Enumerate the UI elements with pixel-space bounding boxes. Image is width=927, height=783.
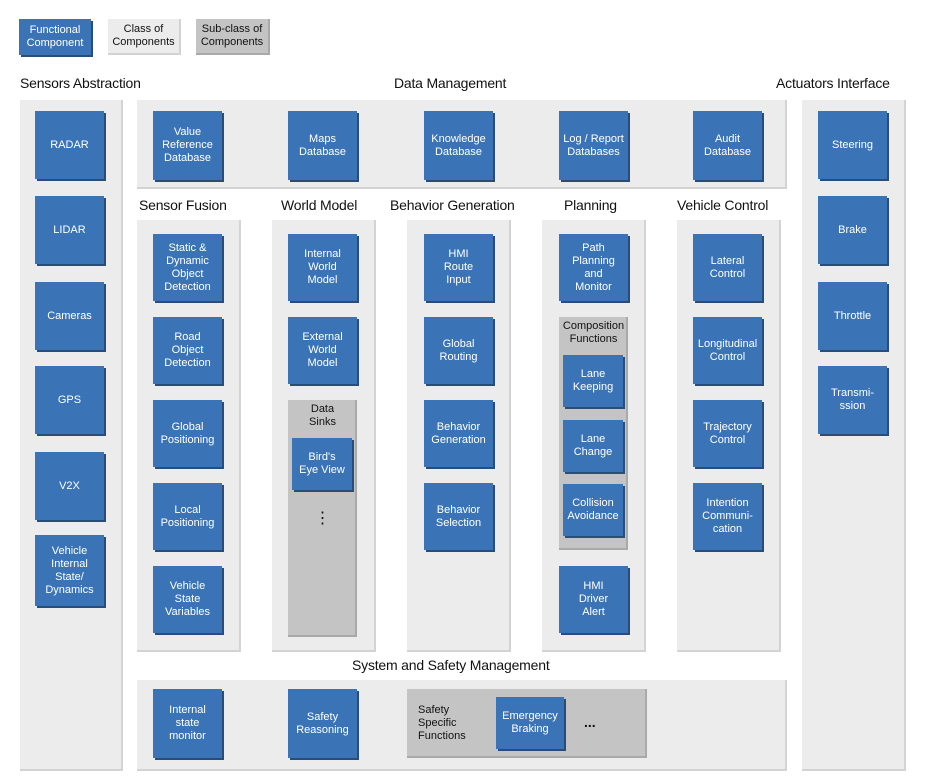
lane-keeping: Lane Keeping (563, 355, 623, 407)
data-sinks-title: Data Sinks (309, 403, 336, 428)
trajectory-control: Trajectory Control (693, 400, 762, 467)
actuator-steering: Steering (818, 111, 887, 179)
knowledge-database: Knowledge Database (424, 111, 493, 180)
hmi-route-input: HMI Route Input (424, 234, 493, 301)
internal-state-monitor: Internal state monitor (153, 689, 222, 758)
composition-functions-title: Composition Functions (562, 320, 625, 345)
sensor-gps: GPS (35, 366, 104, 434)
path-planning-and-monitor: Path Planning and Monitor (559, 234, 628, 301)
header-behavior-generation: Behavior Generation (390, 197, 515, 213)
sensor-v2x: V2X (35, 452, 104, 520)
sensor-lidar: LIDAR (35, 196, 104, 264)
actuator-throttle: Throttle (818, 282, 887, 350)
safety-reasoning: Safety Reasoning (288, 689, 357, 758)
emergency-braking: Emergency Braking (496, 697, 564, 749)
lane-change: Lane Change (563, 420, 623, 472)
header-world-model: World Model (281, 197, 358, 213)
collision-avoidance: Collision Avoidance (563, 484, 623, 536)
value-reference-database: Value Reference Database (153, 111, 222, 180)
sensor-vehicle-internal-state: Vehicle Internal State/ Dynamics (35, 535, 104, 606)
header-actuators-interface: Actuators Interface (776, 75, 890, 91)
sensor-radar: RADAR (35, 111, 104, 179)
actuator-brake: Brake (818, 196, 887, 264)
legend-class-of-components: Class of Components (108, 19, 181, 55)
audit-database: Audit Database (693, 111, 762, 180)
header-vehicle-control: Vehicle Control (677, 197, 769, 213)
header-planning: Planning (564, 197, 617, 213)
longitudinal-control: Longitudinal Control (693, 317, 762, 384)
internal-world-model: Internal World Model (288, 234, 357, 301)
hmi-driver-alert: HMI Driver Alert (559, 566, 628, 633)
behavior-selection: Behavior Selection (424, 483, 493, 550)
log-report-databases: Log / Report Databases (559, 111, 628, 180)
header-data-management: Data Management (394, 75, 507, 91)
global-routing: Global Routing (424, 317, 493, 384)
static-dynamic-object-detection: Static & Dynamic Object Detection (153, 234, 222, 301)
sensor-cameras: Cameras (35, 282, 104, 350)
intention-communication: Intention Communi- cation (693, 483, 762, 550)
lateral-control: Lateral Control (693, 234, 762, 301)
header-sensors-abstraction: Sensors Abstraction (20, 75, 141, 91)
external-world-model: External World Model (288, 317, 357, 384)
header-sensor-fusion: Sensor Fusion (139, 197, 227, 213)
safety-specific-functions-title: Safety Specific Functions (418, 704, 466, 742)
local-positioning: Local Positioning (153, 483, 222, 550)
header-system-and-safety-management: System and Safety Management (352, 657, 550, 673)
legend-functional-component: Functional Component (19, 19, 91, 55)
behavior-generation-box: Behavior Generation (424, 400, 493, 467)
maps-database: Maps Database (288, 111, 357, 180)
vehicle-state-variables: Vehicle State Variables (153, 566, 222, 633)
road-object-detection: Road Object Detection (153, 317, 222, 384)
actuator-transmission: Transmi- ssion (818, 366, 887, 434)
legend-subclass-of-components: Sub-class of Components (196, 19, 270, 55)
birds-eye-view: Bird's Eye View (292, 438, 352, 490)
global-positioning: Global Positioning (153, 400, 222, 467)
safety-functions-ellipsis: ... (584, 714, 596, 730)
data-sinks-ellipsis: ⋮ (314, 510, 331, 527)
